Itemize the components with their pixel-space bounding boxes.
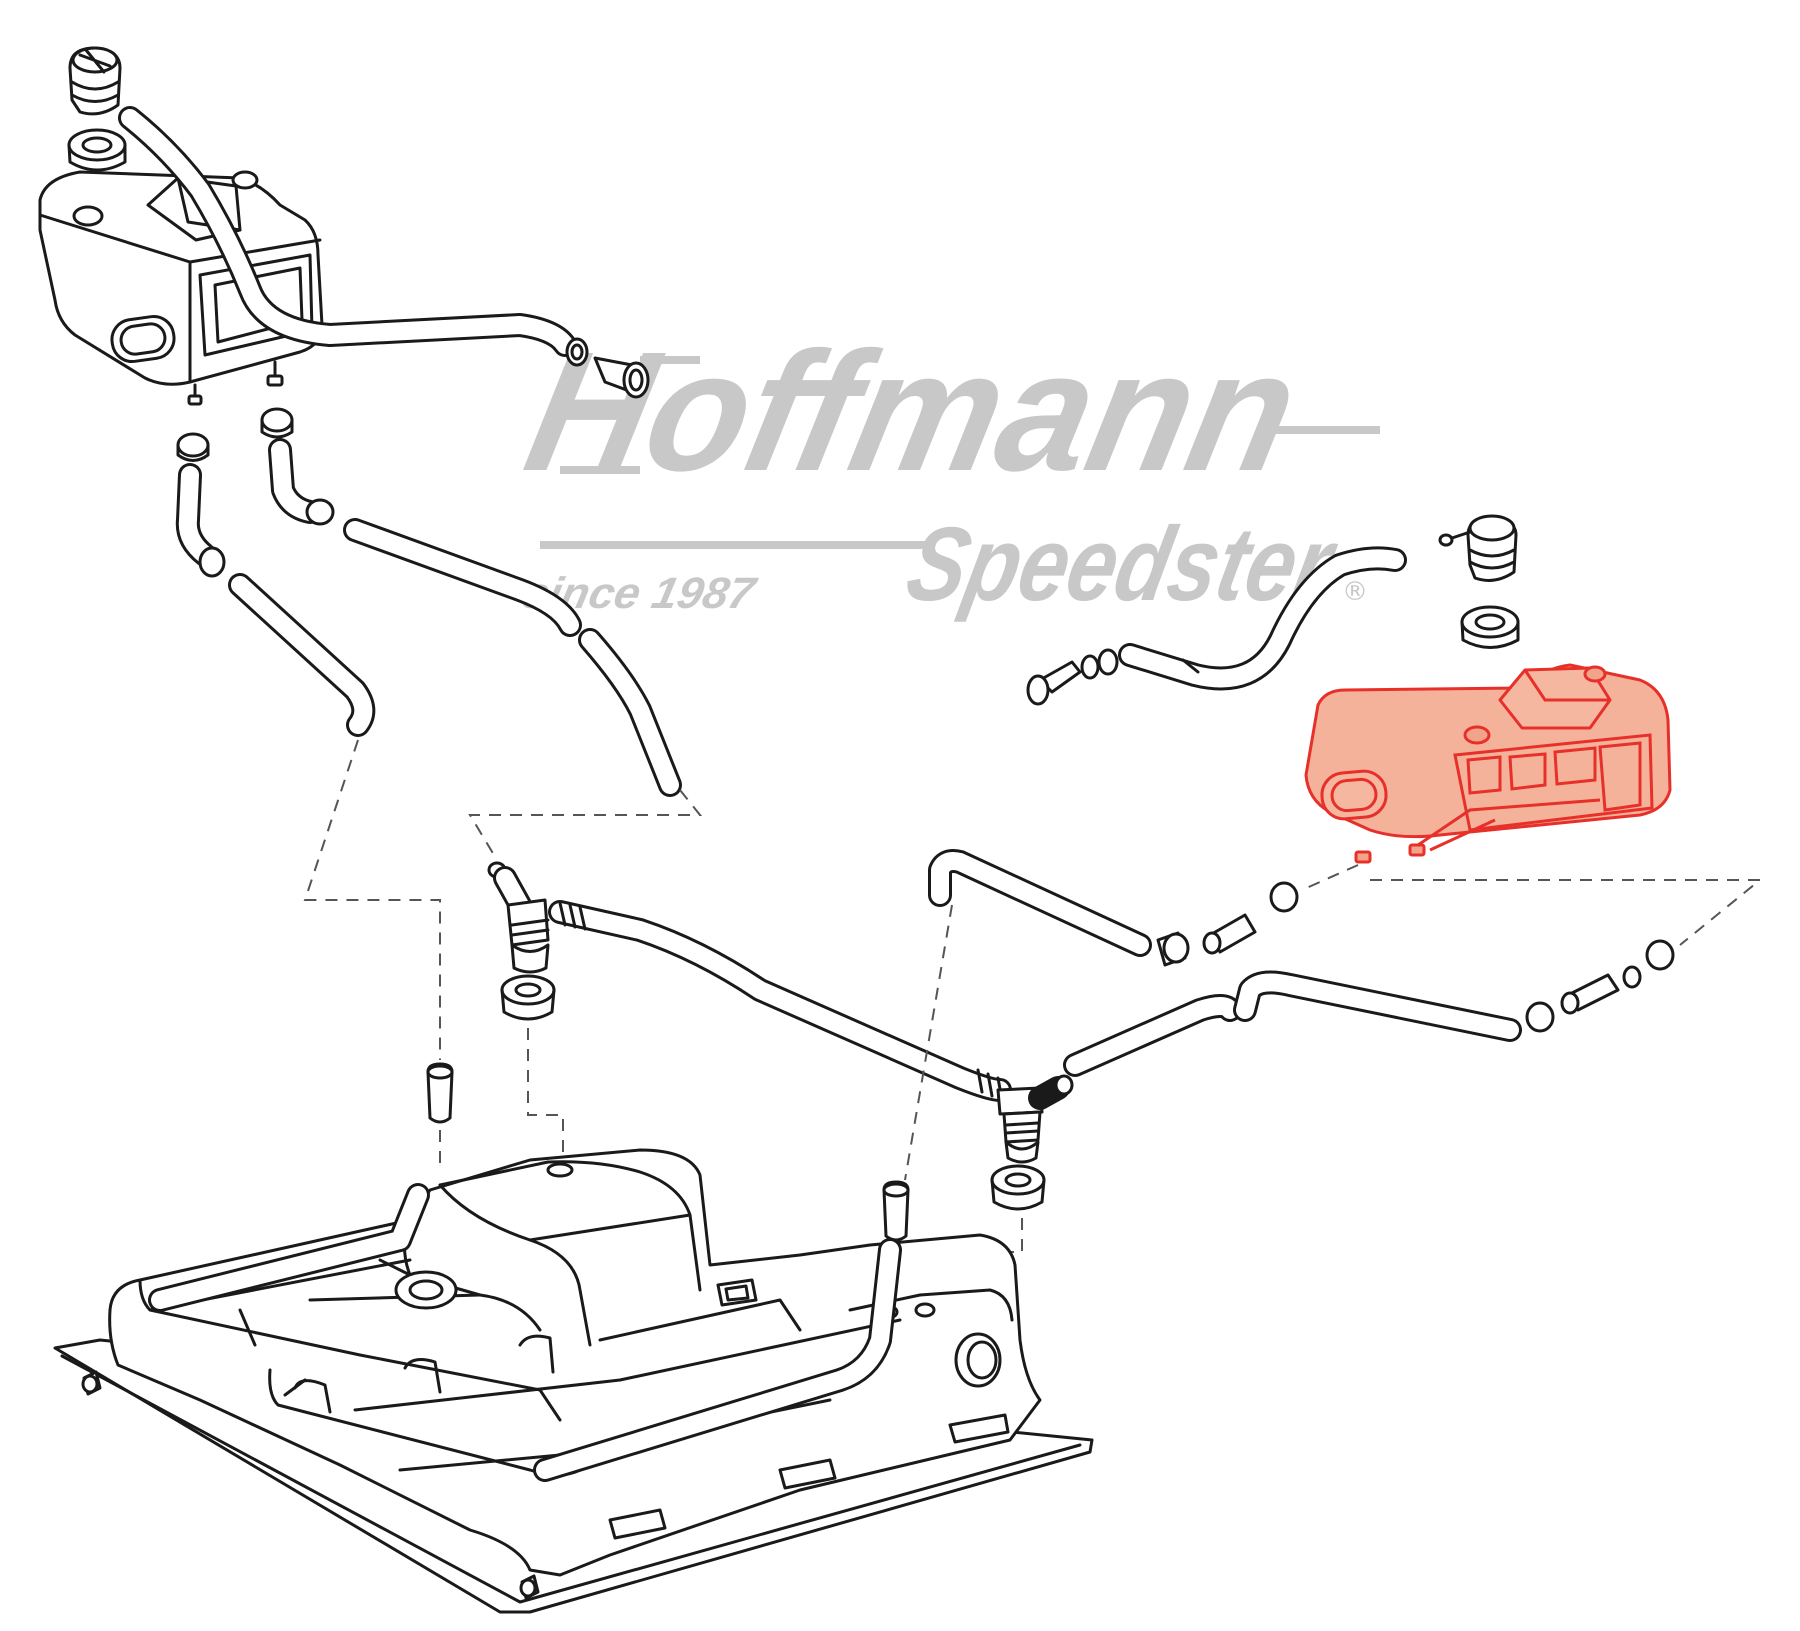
watermark-brand-hoffmann: Hoffmann (512, 317, 1312, 507)
left-hose-clamp-top (565, 337, 589, 367)
brand-watermark: Hoffmann Speedster since 1987 ® (512, 317, 1380, 623)
right-hose-connector (1026, 648, 1200, 706)
left-small-hoses (175, 438, 335, 578)
left-hose-connector (593, 356, 650, 399)
watermark-registered-mark: ® (1342, 577, 1368, 607)
left-filler-cap (68, 46, 122, 116)
left-vent-hose (118, 106, 577, 357)
center-t-piece-left (487, 861, 550, 974)
left-cap-seal (67, 128, 127, 172)
left-lower-clamps (176, 407, 294, 462)
left-long-hoses (228, 518, 682, 797)
spacer-left (426, 1062, 454, 1124)
center-t-piece-right (976, 1068, 1074, 1164)
right-cap-seal (1460, 605, 1520, 649)
right-vent-hose (1118, 546, 1407, 691)
right-lower-hoses (1063, 939, 1675, 1077)
highlighted-expansion-tank[interactable] (1304, 663, 1672, 864)
fuel-tank (53, 1148, 1094, 1614)
center-long-hose (548, 900, 1012, 1102)
right-filler-cap (1438, 514, 1518, 582)
center-seal-right (990, 1164, 1046, 1211)
right-upper-hose (928, 849, 1299, 967)
watermark-brand-speedster: Speedster (898, 506, 1347, 623)
center-seal-left (500, 974, 556, 1021)
spacer-right (882, 1180, 910, 1242)
left-expansion-tank (38, 170, 324, 406)
